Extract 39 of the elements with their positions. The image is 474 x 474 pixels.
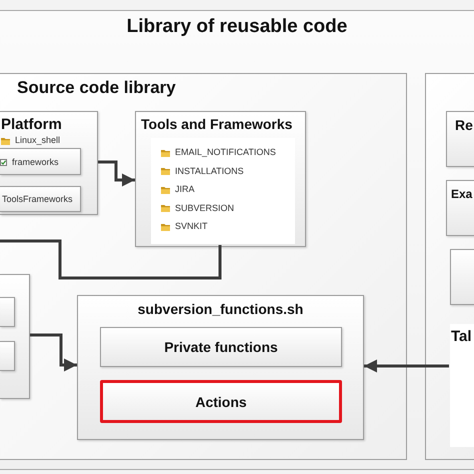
folder-name: frameworks [12, 157, 59, 168]
highlighted-function-panel [100, 380, 342, 423]
panel-title: Tools and Frameworks [141, 116, 292, 132]
folder-name: ToolsFrameworks [2, 194, 73, 204]
connector-line [0, 240, 222, 280]
folder-panel [0, 111, 98, 215]
panel-title: Exa [451, 188, 472, 202]
folder-panel [135, 111, 306, 247]
library-panel [0, 73, 407, 460]
folder-item-panel [0, 186, 81, 212]
item-panel [0, 297, 15, 327]
folder-name: Linux_shell [15, 135, 60, 146]
panel-title: Re [455, 117, 473, 134]
panel-title: Actions [195, 393, 247, 410]
panel-title: Platform [1, 116, 62, 134]
file-panel [77, 295, 364, 440]
folder-name: EMAIL_NOTIFICATIONS [175, 147, 276, 158]
function-panel [100, 327, 342, 367]
section-panel [446, 111, 474, 167]
arrow [30, 334, 77, 372]
group-panel [0, 274, 30, 399]
panel-title: Library of reusable code [126, 16, 348, 38]
panel-title: Private functions [164, 338, 278, 356]
outer-frame [0, 10, 474, 470]
group-panel [425, 73, 474, 460]
panel-title: Tal [451, 328, 472, 346]
folder-name: JIRA [175, 184, 195, 196]
panel-title: subversion_functions.sh [138, 301, 304, 318]
panel-title: Source code library [17, 78, 176, 98]
item-panel [0, 341, 15, 371]
folder-name: SUBVERSION [175, 202, 234, 214]
folder-name: INSTALLATIONS [175, 166, 244, 177]
table-panel [450, 324, 474, 447]
folder-name: SVNKIT [175, 221, 208, 232]
arrow [98, 160, 135, 186]
section-panel [450, 249, 474, 305]
folder-item-panel [0, 148, 81, 175]
section-panel [446, 180, 474, 236]
arrow [364, 360, 449, 372]
